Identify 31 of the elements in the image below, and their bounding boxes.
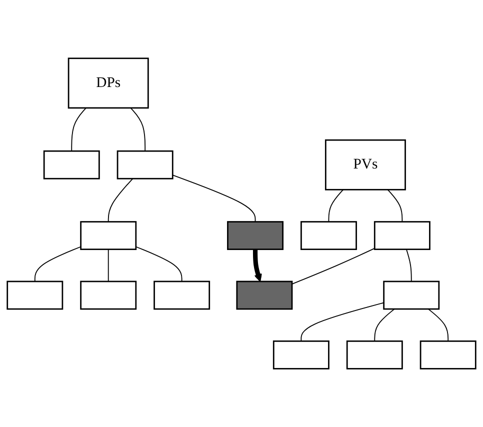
node-box: [227, 221, 284, 250]
node-box: [300, 221, 357, 250]
connector: [135, 246, 182, 282]
connector: [34, 246, 82, 282]
connector: [108, 178, 134, 222]
node-box: [420, 340, 476, 370]
connector: [130, 107, 146, 152]
connector: [328, 189, 344, 222]
connector: [428, 308, 449, 342]
node-box: [154, 280, 210, 310]
node-box: [116, 150, 174, 180]
connector: [292, 248, 376, 284]
node-box: [272, 340, 330, 370]
node-box: [80, 221, 137, 250]
connector: [71, 107, 87, 152]
connector: [172, 174, 256, 222]
node-box: DPs: [68, 58, 149, 109]
connector: [406, 248, 412, 282]
node-box: [383, 280, 440, 310]
node-box: [43, 150, 100, 180]
node-box: [374, 221, 430, 250]
arrow: [252, 249, 262, 282]
node-box: [236, 280, 293, 310]
node-box: [346, 340, 403, 370]
connector: [108, 248, 109, 282]
node-box: [80, 280, 137, 310]
node-box: [6, 280, 64, 310]
connector: [374, 308, 395, 342]
connector: [387, 189, 403, 222]
node-box: PVs: [324, 139, 406, 190]
connector: [300, 302, 384, 342]
